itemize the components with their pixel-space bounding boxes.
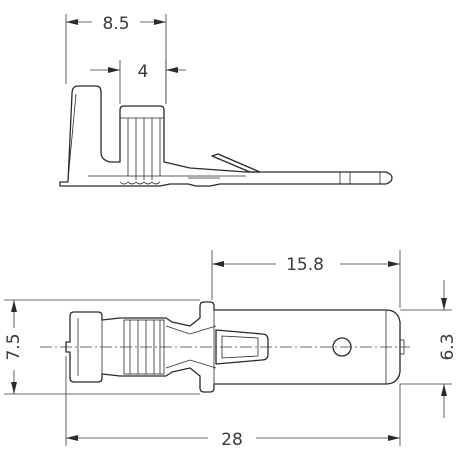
side-scallop xyxy=(119,181,161,185)
dim-label-tab-length: 15.8 xyxy=(286,255,324,275)
side-view xyxy=(59,85,393,187)
dim-tab-width: 6.3 xyxy=(400,280,458,418)
dim-label-side-total: 8.5 xyxy=(102,14,129,34)
top-transition-line xyxy=(165,359,217,369)
tab-latch-inner xyxy=(221,335,259,359)
top-transition-line xyxy=(165,325,217,335)
dim-label-overall-length: 28 xyxy=(221,430,243,450)
dim-side-crimp: 4 xyxy=(90,60,186,104)
side-latch xyxy=(211,153,261,173)
dim-overall-length: 28 xyxy=(65,356,401,450)
dim-label-tab-width: 6.3 xyxy=(438,333,458,360)
top-view-outline xyxy=(65,301,401,393)
dim-overall-height: 7.5 xyxy=(4,299,200,395)
side-inner-line xyxy=(67,93,77,181)
dim-label-overall-height: 7.5 xyxy=(4,333,24,360)
tab-latch-slot xyxy=(215,329,269,365)
dim-tab-length: 15.8 xyxy=(211,250,401,308)
side-view-outline xyxy=(59,85,393,187)
dim-label-side-crimp: 4 xyxy=(138,62,149,82)
dim-side-total: 8.5 xyxy=(65,14,167,104)
